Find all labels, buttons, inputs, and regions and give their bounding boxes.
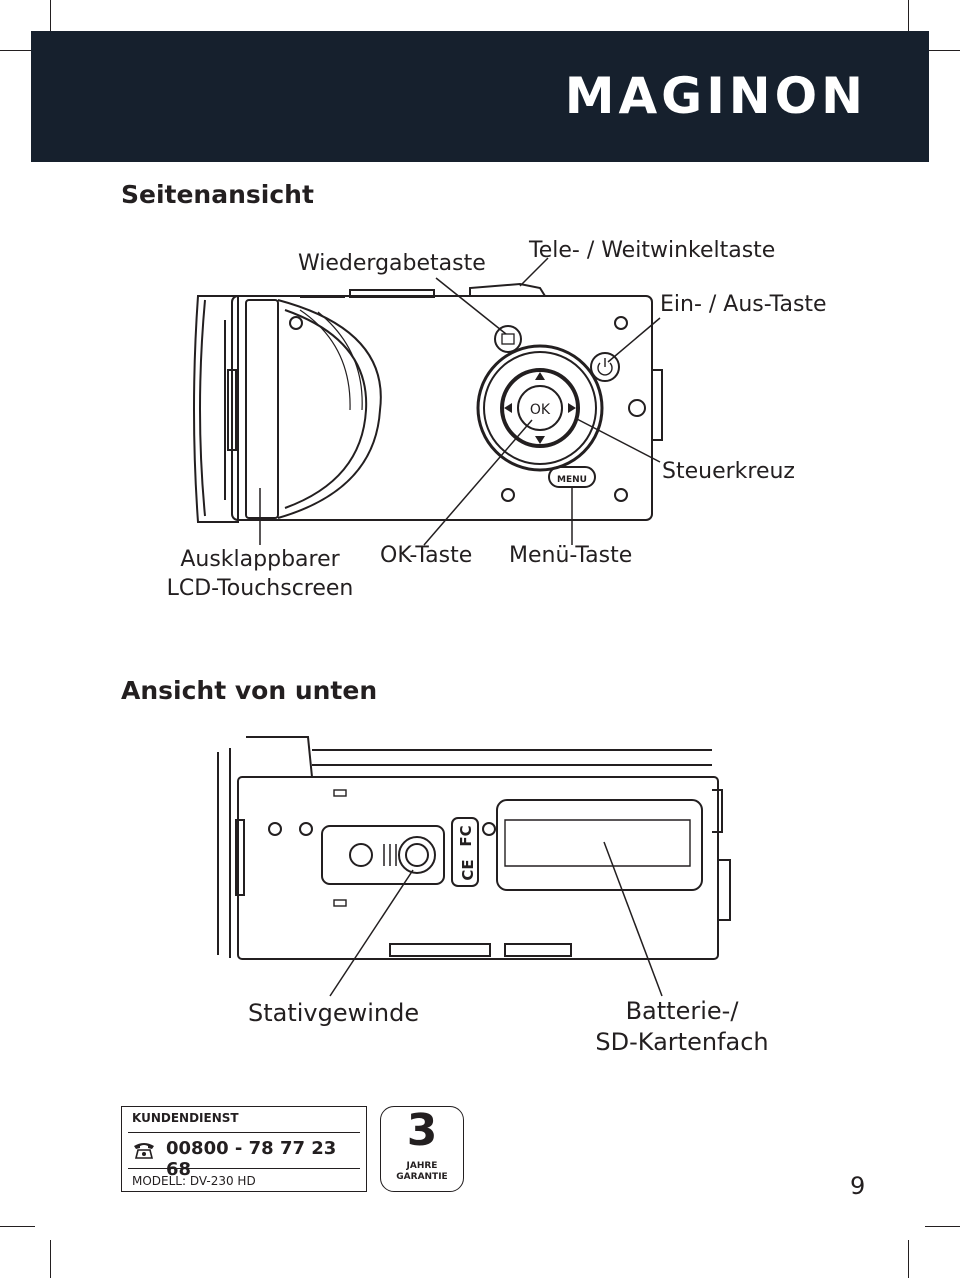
label-tripod-thread: Stativgewinde: [248, 999, 420, 1027]
model-number: MODELL: DV-230 HD: [132, 1174, 256, 1188]
section-title-bottom-view: Ansicht von unten: [121, 676, 378, 705]
crop-mark: [0, 50, 35, 51]
ok-button-text: OK: [530, 402, 551, 418]
warranty-years: 3: [406, 1105, 438, 1156]
telephone-icon: [134, 1143, 154, 1159]
label-battery-line2: SD-Kartenfach: [595, 1028, 769, 1057]
divider: [128, 1132, 360, 1133]
header-bar: MAGINON: [31, 31, 929, 162]
section-title-side-view: Seitenansicht: [121, 180, 314, 209]
label-battery-line1: Batterie-/: [625, 997, 739, 1025]
brand-logo: MAGINON: [564, 67, 867, 125]
label-ok-button: OK-Taste: [380, 543, 473, 568]
customer-service-box: KUNDENDIENST 00800 - 78 77 23 68 MODELL:…: [121, 1106, 367, 1192]
label-lcd-line2: LCD-Touchscreen: [166, 575, 354, 601]
crop-mark: [908, 1240, 909, 1278]
service-phone: 00800 - 78 77 23 68: [166, 1138, 337, 1180]
label-playback-button: Wiedergabetaste: [298, 251, 486, 276]
menu-button-text: MENU: [557, 475, 587, 485]
crop-mark: [925, 50, 960, 51]
label-zoom-button: Tele- / Weitwinkeltaste: [529, 238, 776, 263]
label-menu-button: Menü-Taste: [509, 543, 633, 568]
ce-mark-icon: CE: [459, 859, 477, 880]
label-battery-compartment: Batterie-/ SD-Kartenfach: [592, 996, 772, 1058]
bottom-view-diagram: CE FC: [217, 736, 731, 997]
service-title: KUNDENDIENST: [132, 1111, 239, 1125]
crop-mark: [908, 0, 909, 50]
label-dpad: Steuerkreuz: [662, 459, 795, 484]
crop-mark: [925, 1226, 960, 1227]
crop-mark: [50, 1240, 51, 1278]
label-power-button: Ein- / Aus-Taste: [660, 292, 827, 317]
side-view-diagram: OK MENU: [193, 257, 663, 546]
label-lcd-touchscreen: Ausklappbarer LCD-Touchscreen: [160, 546, 360, 603]
label-lcd-line1: Ausklappbarer: [180, 547, 340, 572]
divider: [128, 1168, 360, 1169]
fc-mark-icon: FC: [457, 825, 475, 846]
page-number: 9: [850, 1172, 866, 1200]
warranty-line1: JAHRE: [406, 1161, 438, 1171]
crop-mark: [50, 0, 51, 50]
warranty-line2: GARANTIE: [396, 1172, 448, 1182]
crop-mark: [0, 1226, 35, 1227]
warranty-badge: 3 JAHRE GARANTIE: [380, 1106, 464, 1192]
